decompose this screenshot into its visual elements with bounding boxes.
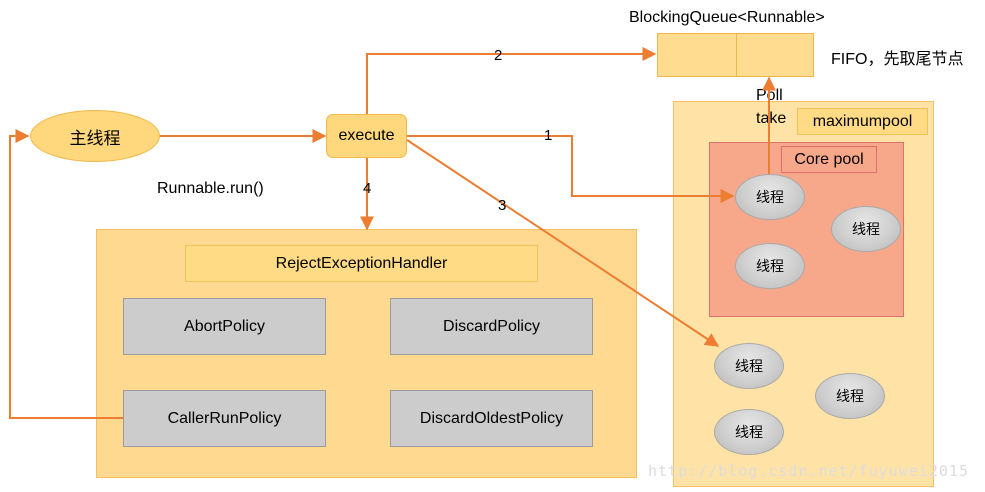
maximumpool-label: maximumpool [797, 108, 928, 135]
core-pool-label: Core pool [781, 146, 877, 173]
blocking-queue [657, 33, 814, 77]
core-thread: 线程 [735, 174, 805, 220]
arrow-3-to-extra [406, 139, 720, 347]
caller-run-policy: CallerRunPolicy [123, 390, 326, 447]
execute-box: execute [326, 114, 407, 158]
arrow-label-1: 1 [544, 127, 553, 144]
arrow-caller-run-loop [9, 129, 123, 419]
discard-policy: DiscardPolicy [390, 298, 593, 355]
main-thread: 主线程 [30, 110, 160, 162]
reject-handler-label: RejectExceptionHandler [185, 245, 538, 282]
arrow-label-2: 2 [494, 47, 503, 64]
arrow-label-3: 3 [498, 197, 507, 214]
queue-note: FIFO，先取尾节点 [831, 51, 964, 68]
core-thread: 线程 [735, 243, 805, 289]
take-label: take [756, 110, 787, 127]
core-thread: 线程 [831, 206, 901, 252]
arrow-label-4: 4 [363, 180, 372, 197]
queue-title: BlockingQueue<Runnable> [629, 9, 825, 26]
arrow-1-to-core [407, 135, 735, 203]
queue-cell [658, 34, 737, 76]
discard-oldest-policy: DiscardOldestPolicy [390, 390, 593, 447]
runnable-run-label: Runnable.run() [157, 180, 264, 197]
arrow-2-to-queue [366, 47, 657, 114]
extra-thread: 线程 [815, 373, 885, 419]
extra-thread: 线程 [714, 343, 784, 389]
abort-policy: AbortPolicy [123, 298, 326, 355]
extra-thread: 线程 [714, 409, 784, 455]
watermark: http://blog.csdn.net/fuyuwei2015 [648, 462, 969, 480]
